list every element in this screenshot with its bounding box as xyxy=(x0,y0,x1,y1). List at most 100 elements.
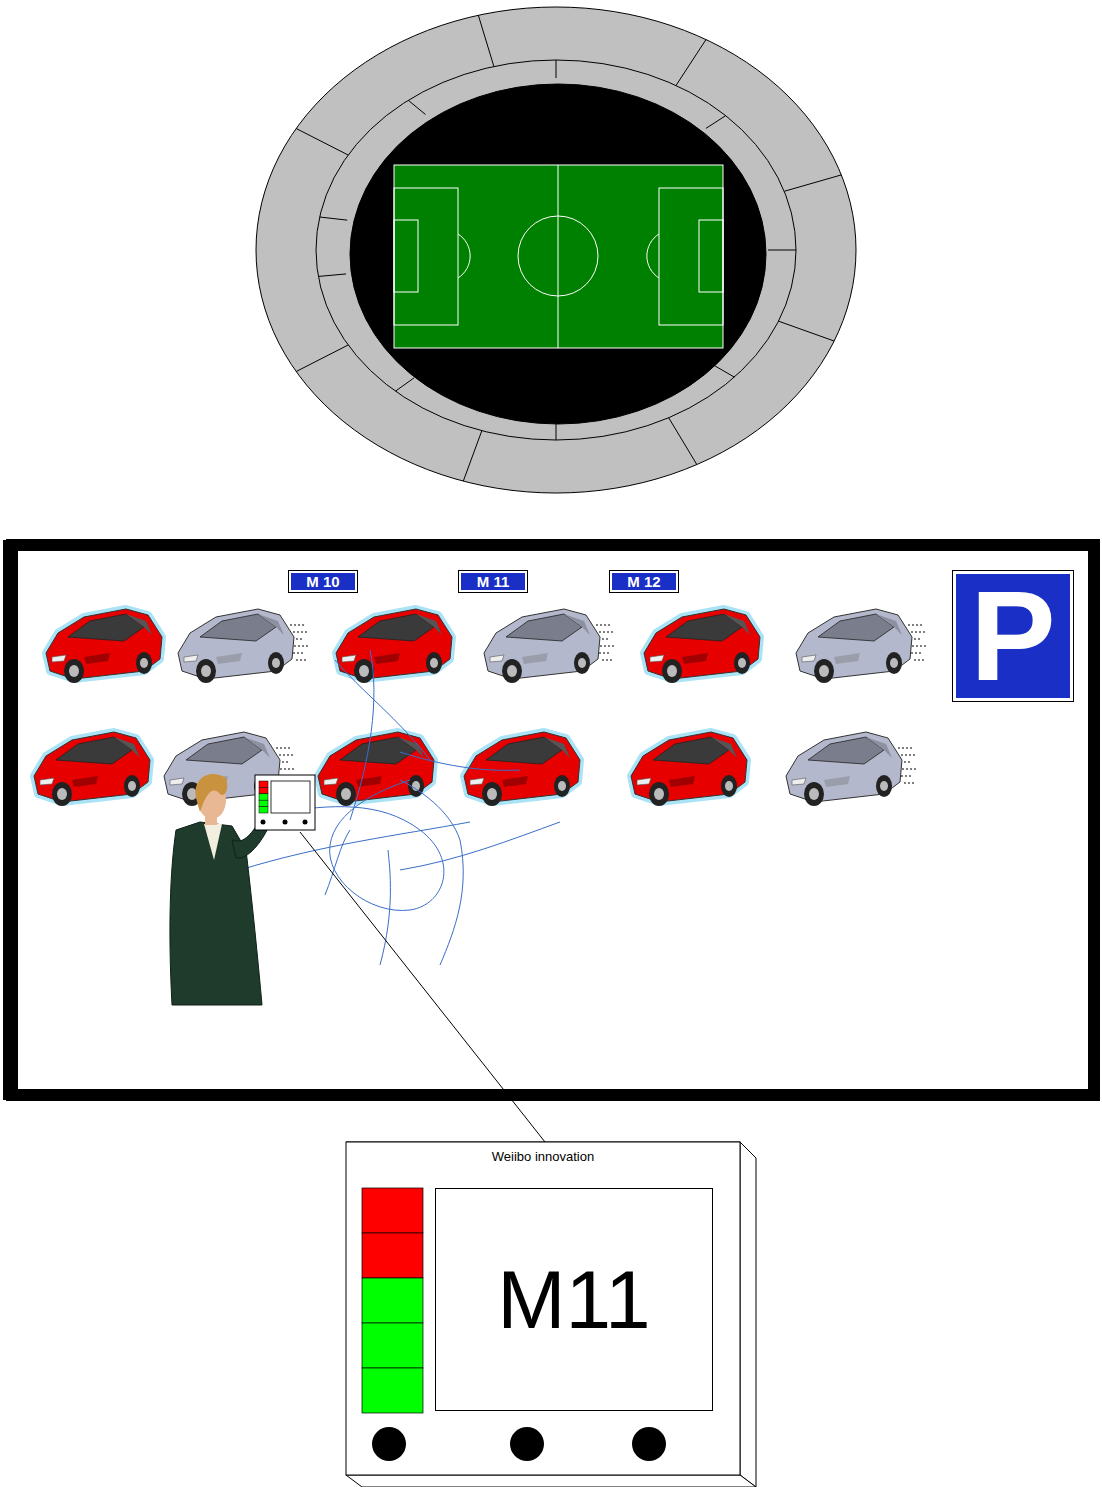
stand-divider xyxy=(556,422,557,440)
car-headlight xyxy=(650,655,664,662)
car-side-window xyxy=(258,614,284,635)
penalty-arc xyxy=(458,234,470,278)
outer-stand xyxy=(256,7,856,493)
car-body xyxy=(631,732,747,802)
stand-divider xyxy=(784,175,841,191)
walking-trace xyxy=(400,752,520,770)
car-glow xyxy=(631,732,747,802)
car-wheel xyxy=(876,775,892,797)
car-side-window xyxy=(711,737,737,758)
car-grille xyxy=(502,776,528,787)
slot-label: M 10 xyxy=(306,574,339,589)
car-wheel xyxy=(662,659,682,683)
halfway-line xyxy=(558,165,559,348)
car-hub xyxy=(578,658,586,668)
stand-divider xyxy=(714,365,735,377)
car-headlight xyxy=(490,655,504,662)
car-hub xyxy=(738,658,746,668)
car-side-window xyxy=(564,614,590,635)
car-trail xyxy=(901,775,912,777)
car-wheel xyxy=(804,782,824,806)
device-housing: Weiibo innovationM11 xyxy=(346,1142,740,1475)
car-glow xyxy=(464,732,580,802)
car-trail xyxy=(293,652,304,654)
car-body xyxy=(34,732,150,802)
stand-divider xyxy=(676,40,706,86)
status-bar xyxy=(259,794,268,800)
car-hub xyxy=(69,665,79,677)
car-side-window xyxy=(866,737,892,758)
stand-divider xyxy=(706,116,726,129)
car-grille xyxy=(522,653,548,664)
car-body xyxy=(464,732,580,802)
car-grille xyxy=(669,776,695,787)
stand-divider xyxy=(779,321,835,341)
car-glow xyxy=(46,609,162,679)
car-wheel xyxy=(268,652,284,674)
car-hub xyxy=(725,781,733,791)
stand-divider xyxy=(408,100,425,114)
car-body xyxy=(178,609,294,679)
car-hub xyxy=(809,788,819,800)
status-bar xyxy=(362,1188,423,1233)
silver-car xyxy=(178,609,308,683)
device-side-face xyxy=(740,1142,756,1487)
device-bottom-face xyxy=(346,1475,756,1487)
car-trail xyxy=(599,652,610,654)
blouse xyxy=(204,824,222,860)
car-wheel xyxy=(554,775,570,797)
device-screen xyxy=(271,781,310,813)
red-car xyxy=(644,609,760,683)
car-trail xyxy=(914,659,926,661)
car-body xyxy=(336,609,452,679)
device-brand: Weiibo innovation xyxy=(492,1150,594,1163)
stand-divider xyxy=(768,250,796,251)
car-hub xyxy=(341,788,351,800)
car-grille xyxy=(834,653,860,664)
penalty-box xyxy=(394,188,458,325)
status-bar xyxy=(362,1323,423,1368)
walking-trace xyxy=(335,660,430,760)
stand-divider xyxy=(395,378,414,391)
status-bar xyxy=(362,1278,423,1323)
car-trail xyxy=(904,761,912,763)
car-trail xyxy=(602,638,610,640)
car-wheel xyxy=(734,652,750,674)
device-screen: M11 xyxy=(435,1188,713,1411)
walking-trace xyxy=(325,830,350,895)
silver-car xyxy=(786,732,916,806)
inner-stand xyxy=(316,60,796,440)
car-trail xyxy=(296,659,308,661)
stand-divider xyxy=(556,60,557,78)
car-headlight xyxy=(40,778,54,785)
car-body xyxy=(318,732,434,802)
status-bar xyxy=(259,800,268,806)
parking-symbol: P xyxy=(970,572,1055,700)
goal-area xyxy=(394,220,418,292)
car-body xyxy=(796,609,912,679)
car-side-window xyxy=(244,737,270,758)
car-hub xyxy=(359,665,369,677)
penalty-arc xyxy=(647,234,659,278)
car-trail xyxy=(276,747,290,749)
car-headlight xyxy=(324,778,338,785)
car-grille xyxy=(374,653,400,664)
car-wheel xyxy=(336,782,356,806)
status-bar xyxy=(362,1368,423,1413)
car-trail xyxy=(898,747,912,749)
car-hub xyxy=(507,665,517,677)
car-side-window xyxy=(416,614,442,635)
car-hub xyxy=(654,788,664,800)
car-trail xyxy=(290,624,304,626)
car-trail xyxy=(911,652,922,654)
car-hub xyxy=(487,788,497,800)
walking-trace xyxy=(400,780,463,965)
car-body xyxy=(46,609,162,679)
status-bar xyxy=(362,1233,423,1278)
pitch xyxy=(394,165,723,348)
device-button xyxy=(283,820,288,825)
car-headlight xyxy=(170,778,184,785)
car-glow xyxy=(318,732,434,802)
penalty-box xyxy=(659,188,723,325)
status-bar xyxy=(259,807,268,813)
